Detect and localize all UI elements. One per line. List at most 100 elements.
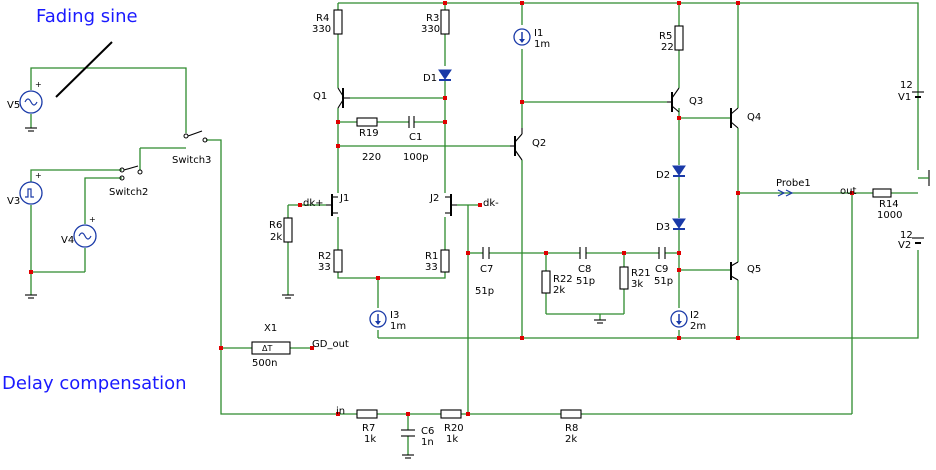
label-r22: R22 <box>553 274 573 285</box>
annotation-pointer <box>55 41 113 98</box>
label-q4: Q4 <box>747 112 761 123</box>
label-i3: I3 <box>390 310 399 321</box>
label-v5: V5 <box>7 100 20 111</box>
value-i2: 2m <box>690 321 706 332</box>
junction-nodes <box>29 1 854 416</box>
value-c7: 51p <box>475 286 494 297</box>
value-r1: 33 <box>425 262 438 273</box>
label-x1: X1 <box>264 323 277 334</box>
resistor-r5 <box>674 25 684 51</box>
capacitor-c8 <box>579 247 587 259</box>
resistor-r7 <box>356 409 378 419</box>
label-j2: J2 <box>429 193 439 204</box>
component-labels: Fading sine Delay compensation R4 330 R3… <box>2 6 913 448</box>
value-r8: 2k <box>565 434 577 445</box>
label-switch2: Switch2 <box>109 187 148 198</box>
resistor-r2 <box>333 249 343 273</box>
label-r21: R21 <box>631 268 651 279</box>
value-v2: 12 <box>900 230 913 241</box>
battery-v2 <box>912 237 924 244</box>
resistor-r1 <box>440 249 450 273</box>
label-r6: R6 <box>269 220 282 231</box>
resistor-r19 <box>356 117 378 127</box>
battery-v1 <box>912 91 924 98</box>
label-d1: D1 <box>423 73 437 84</box>
label-r14: R14 <box>879 199 899 210</box>
label-v1: V1 <box>898 92 911 103</box>
value-r5: 22 <box>661 42 674 53</box>
diode-d1 <box>438 69 452 81</box>
svg-text:+: + <box>35 80 42 89</box>
resistor-r14 <box>872 188 892 198</box>
components: + + + <box>19 9 930 459</box>
label-r2: R2 <box>318 251 331 262</box>
label-c9: C9 <box>655 264 668 275</box>
value-c1: 100p <box>403 152 428 163</box>
switch-3 <box>183 130 208 143</box>
label-r1: R1 <box>425 251 438 262</box>
label-d3: D3 <box>656 222 670 233</box>
value-r14: 1000 <box>877 210 902 221</box>
label-c7: C7 <box>480 264 493 275</box>
label-q3: Q3 <box>689 96 703 107</box>
value-v1: 12 <box>900 80 913 91</box>
capacitor-c7 <box>482 247 490 259</box>
label-i2: I2 <box>690 310 699 321</box>
switch-2 <box>119 165 143 181</box>
resistor-r21 <box>619 266 629 290</box>
label-out-node: out <box>840 186 856 197</box>
label-j1: J1 <box>339 193 349 204</box>
value-r6: 2k <box>270 232 282 243</box>
label-q1: Q1 <box>313 91 327 102</box>
current-source-i1 <box>513 28 531 46</box>
resistor-r20 <box>440 409 462 419</box>
jfet-j1 <box>326 194 338 216</box>
capacitor-c6 <box>401 429 415 437</box>
value-r19: 220 <box>362 152 381 163</box>
transistor-q2 <box>510 128 523 161</box>
transistor-q1 <box>337 87 350 109</box>
resistor-r3 <box>440 9 450 35</box>
label-gd-out: GD_out <box>312 339 349 350</box>
diode-d2 <box>672 165 686 177</box>
transistor-q4 <box>730 107 739 129</box>
value-i3: 1m <box>390 321 406 332</box>
label-r5: R5 <box>659 31 672 42</box>
value-r7: 1k <box>364 434 376 445</box>
value-r21: 3k <box>631 279 643 290</box>
delay-symbol: ΔT <box>262 344 272 353</box>
delay-element-x1: ΔT <box>251 341 291 355</box>
resistor-r22 <box>541 270 551 294</box>
current-source-i2 <box>670 310 688 328</box>
current-source-i3 <box>369 310 387 328</box>
transistor-q5 <box>730 261 739 281</box>
label-dk-minus: dk- <box>483 198 499 209</box>
label-v3: V3 <box>7 196 20 207</box>
probe-1 <box>777 189 794 197</box>
value-c8: 51p <box>576 276 595 287</box>
voltage-source-v5: + <box>19 80 43 114</box>
label-q5: Q5 <box>747 264 761 275</box>
label-r7: R7 <box>362 423 375 434</box>
resistor-r8 <box>560 409 582 419</box>
label-r19: R19 <box>359 128 379 139</box>
label-c8: C8 <box>578 264 591 275</box>
label-c1: C1 <box>409 132 422 143</box>
svg-text:+: + <box>89 215 96 224</box>
label-r8: R8 <box>565 423 578 434</box>
label-r3: R3 <box>426 13 439 24</box>
label-probe1: Probe1 <box>776 178 811 189</box>
svg-text:+: + <box>35 171 42 180</box>
fading-sine-note: Fading sine <box>36 6 138 27</box>
voltage-source-v4: + <box>73 215 97 248</box>
capacitor-c9 <box>658 247 666 259</box>
value-r3: 330 <box>421 24 440 35</box>
label-v4: V4 <box>61 235 74 246</box>
value-r20: 1k <box>446 434 458 445</box>
ground-symbols <box>25 127 606 459</box>
label-v2: V2 <box>898 240 911 251</box>
transistor-q3 <box>667 87 680 113</box>
label-q2: Q2 <box>532 138 546 149</box>
value-x1: 500n <box>252 358 277 369</box>
